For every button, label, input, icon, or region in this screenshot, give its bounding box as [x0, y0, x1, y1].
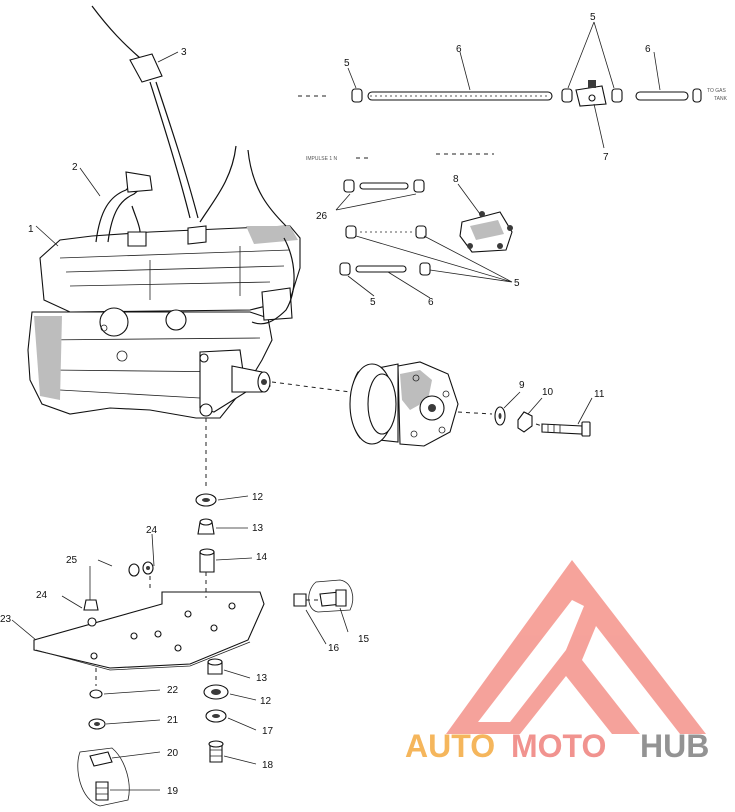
callout-21: 21	[167, 715, 179, 726]
callout-14: 14	[256, 552, 268, 563]
note-to-gas: TO GAS	[707, 88, 726, 94]
callout-12-upper: 12	[252, 492, 264, 503]
callout-23: 23	[0, 614, 12, 625]
ignition-wires	[95, 171, 153, 243]
fuel-line-top: TO GAS TANK	[298, 80, 728, 107]
callout-25: 25	[66, 555, 78, 566]
callout-7: 7	[603, 152, 609, 163]
callout-26: 26	[316, 211, 328, 222]
engine-plate	[33, 572, 265, 671]
callout-6-left: 6	[456, 44, 462, 55]
callout-13-upper: 13	[252, 523, 264, 534]
callout-9: 9	[519, 380, 525, 391]
callout-12-lower: 12	[260, 696, 272, 707]
callout-11: 11	[594, 389, 605, 400]
callout-20: 20	[167, 748, 179, 759]
small-fasteners-left	[83, 561, 154, 611]
callout-13-lower: 13	[256, 673, 268, 684]
note-tank: TANK	[714, 96, 728, 102]
watermark-text-hub: HUB	[640, 728, 709, 764]
leader-lines	[11, 21, 661, 791]
callout-6-right: 6	[645, 44, 651, 55]
throttle-cable	[91, 5, 295, 325]
callout-5-middle: 5	[514, 278, 520, 289]
engine-assembly	[27, 225, 301, 419]
watermark-text-auto: AUTO	[405, 728, 495, 764]
autmotohub-watermark: AUTO MOTO HUB	[405, 560, 709, 764]
callout-16: 16	[328, 643, 340, 654]
bolt-15-16	[293, 579, 354, 613]
callout-3: 3	[181, 47, 187, 58]
callout-10: 10	[542, 387, 554, 398]
callout-5-top-left: 5	[344, 58, 350, 69]
callout-24-lower: 24	[36, 590, 48, 601]
callout-19: 19	[167, 786, 179, 797]
drive-clutch	[271, 361, 591, 447]
fuel-line-middle: IMPULSE 1 N	[306, 153, 513, 276]
callout-5-lower: 5	[370, 297, 376, 308]
mount-stack-upper	[195, 418, 217, 573]
callout-17: 17	[262, 726, 274, 737]
mount-stack-lower-right	[203, 658, 229, 763]
note-impulse: IMPULSE 1 N	[306, 156, 338, 162]
callout-6-lower: 6	[428, 297, 434, 308]
watermark-triangle-logo	[446, 560, 706, 734]
callout-15: 15	[358, 634, 370, 645]
callout-18: 18	[262, 760, 274, 771]
callout-22: 22	[167, 685, 179, 696]
callout-labels: 1 2 3 5 5 5 5 6 6 6 7 8 9 10 11 12 12 13…	[0, 12, 651, 797]
callout-5-top-right: 5	[590, 12, 596, 23]
watermark-text-moto: MOTO	[511, 728, 606, 764]
mount-stack-lower-left	[77, 668, 130, 807]
callout-2: 2	[72, 162, 78, 173]
callout-1: 1	[28, 224, 34, 235]
callout-8: 8	[453, 174, 459, 185]
callout-24-upper: 24	[146, 525, 158, 536]
